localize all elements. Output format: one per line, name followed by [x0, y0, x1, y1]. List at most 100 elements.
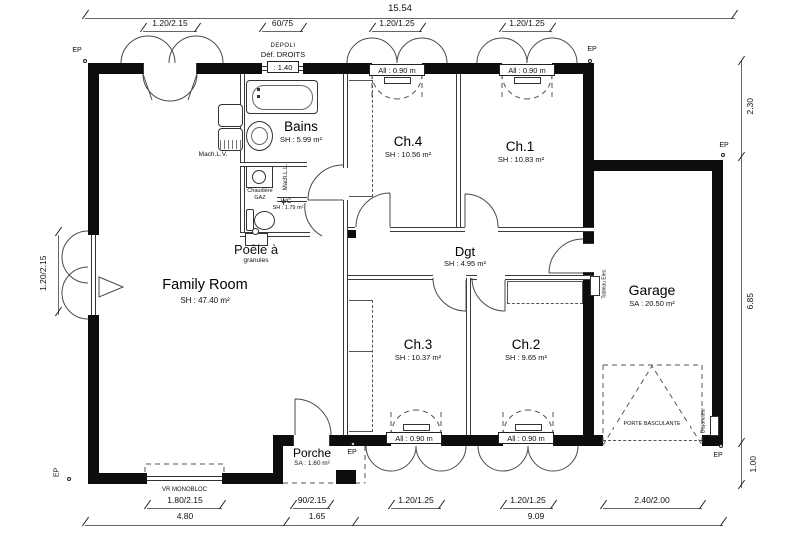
- electrical-panel-box: [590, 276, 600, 296]
- front-door-inside-leaves: [142, 73, 198, 102]
- partition-wc-south: [240, 232, 310, 237]
- dim-line: [603, 508, 702, 509]
- ch4-door-swing: [355, 192, 391, 228]
- garage-door-dashed-line: [603, 440, 702, 441]
- door-jamb-line: [196, 63, 197, 74]
- partition-ch4-ch3-west: [343, 200, 348, 435]
- placard-ch4: [349, 80, 373, 197]
- ep-marker-label: EP: [53, 467, 61, 478]
- dim-line: [503, 508, 553, 509]
- toilet-tank: [246, 209, 254, 231]
- placard-ch2: [507, 281, 583, 304]
- dim-line-top-total: [85, 18, 735, 19]
- toilet-bowl: [254, 211, 275, 230]
- ep-marker-label: EP: [72, 47, 82, 54]
- room-area-ch4: SH : 10.56 m²: [384, 150, 432, 159]
- ch1-window-outside-arcs: [476, 37, 578, 64]
- bathtub-faucet-dot: [257, 88, 260, 91]
- partition-ch4-west-upper: [343, 74, 348, 168]
- window-allege-badge: All : 0.90 m: [498, 432, 554, 444]
- room-label-dgt: Dgt: [454, 244, 476, 259]
- bains-sink-inner: [251, 127, 268, 145]
- dim-line: [502, 31, 552, 32]
- dim-right-1: 2.30: [744, 97, 755, 115]
- dim-line: [372, 31, 422, 32]
- dim-line-right: [741, 60, 742, 488]
- ch1-door-swing: [464, 193, 499, 228]
- dim-right-2: 6.85: [744, 292, 755, 310]
- door-jamb-line: [143, 63, 144, 74]
- ch1-shutter-box: [514, 77, 541, 84]
- porch-door-opening: [293, 435, 330, 446]
- room-area-ch1: SH : 10.83 m²: [497, 155, 545, 164]
- dim-top-1: 1.20/2.15: [152, 18, 188, 28]
- dim-line: [262, 31, 303, 32]
- dim-line: [293, 508, 330, 509]
- boiler-label-line1: Chaudière: [247, 188, 273, 194]
- room-label-ch4: Ch.4: [393, 134, 423, 149]
- dim-line: [391, 508, 441, 509]
- ep-marker-dot: [83, 59, 87, 63]
- ep-marker-dot: [351, 442, 355, 446]
- door-jamb-line: [583, 243, 594, 244]
- garage-access-door-opening: [583, 243, 594, 273]
- dim-top-total: 15.54: [388, 3, 412, 14]
- room-label-wc: WC: [280, 198, 292, 205]
- pellet-stove-label-line2: granules: [243, 257, 269, 264]
- vr-window-head-dashed: [144, 463, 225, 472]
- ch2-shutter-box: [515, 424, 542, 431]
- porch-door-swing: [294, 398, 332, 436]
- mach-ll-arrow: [283, 198, 284, 205]
- wall-porch-left: [283, 435, 293, 446]
- wall-garage-north: [588, 160, 723, 171]
- room-area-family: SH : 47.40 m²: [180, 296, 230, 305]
- dim-line-left: [58, 235, 59, 315]
- partition-bains-south: [240, 162, 307, 167]
- window-glazing-line: [95, 235, 96, 315]
- partition-bedrooms-south: [390, 227, 465, 232]
- room-label-ch1: Ch.1: [505, 139, 535, 154]
- ep-marker-dot: [588, 59, 592, 63]
- window-glazing-line: [147, 480, 222, 481]
- room-area-porche: SA : 1.60 m²: [294, 460, 330, 467]
- room-label-ch3: Ch.3: [403, 337, 433, 352]
- boiler-label-line2: GAZ: [254, 195, 266, 201]
- door-jamb-line: [583, 272, 594, 273]
- dim-bottom-total-1: 4.80: [176, 511, 194, 521]
- family-west-window-opening: [88, 235, 99, 315]
- ch2-door-swing: [471, 277, 506, 312]
- room-label-bains: Bains: [284, 119, 318, 134]
- wall-porch-step: [273, 435, 283, 473]
- room-label-garage: Garage: [628, 282, 676, 298]
- dim-tick: [698, 499, 707, 510]
- room-area-garage: SA : 20.50 m²: [629, 299, 675, 308]
- dim-line-bottom-total: [85, 525, 723, 526]
- dim-bottom-4: 1.20/1.25: [510, 495, 546, 505]
- dim-bottom-3: 1.20/1.25: [398, 495, 434, 505]
- wall-house-garage: [583, 171, 594, 435]
- door-jamb-line: [293, 435, 294, 446]
- ep-marker-dot: [719, 444, 723, 448]
- washer-hatch: [220, 140, 241, 149]
- dim-top-2: 60/75: [271, 18, 294, 28]
- partition-bains-west: [240, 74, 245, 237]
- ch3-shutter-box: [403, 424, 430, 431]
- mach-lv-label: Mach.L.V.: [198, 151, 228, 158]
- partition-dgt-south: [505, 275, 594, 280]
- bains-door-swing: [307, 164, 344, 201]
- ep-marker-dot: [67, 477, 71, 481]
- room-area-dgt: SH : 4.95 m²: [443, 259, 487, 268]
- room-label-ch2: Ch.2: [511, 337, 541, 352]
- breaker-box: [710, 416, 719, 436]
- bathtub-inner: [252, 85, 313, 110]
- window-allege-badge: All : 0.90 m: [499, 64, 555, 76]
- partition-dgt-south: [348, 275, 433, 280]
- wall-garage-east: [712, 160, 723, 446]
- wall-north: [88, 63, 594, 74]
- room-label-porche: Porche: [292, 446, 332, 460]
- ep-marker-dot: [721, 153, 725, 157]
- tableau-elec-label: Tableau Elec.: [601, 268, 608, 299]
- ch4-shutter-box: [384, 77, 411, 84]
- disjoncteur-label: Disjoncteur: [700, 408, 707, 434]
